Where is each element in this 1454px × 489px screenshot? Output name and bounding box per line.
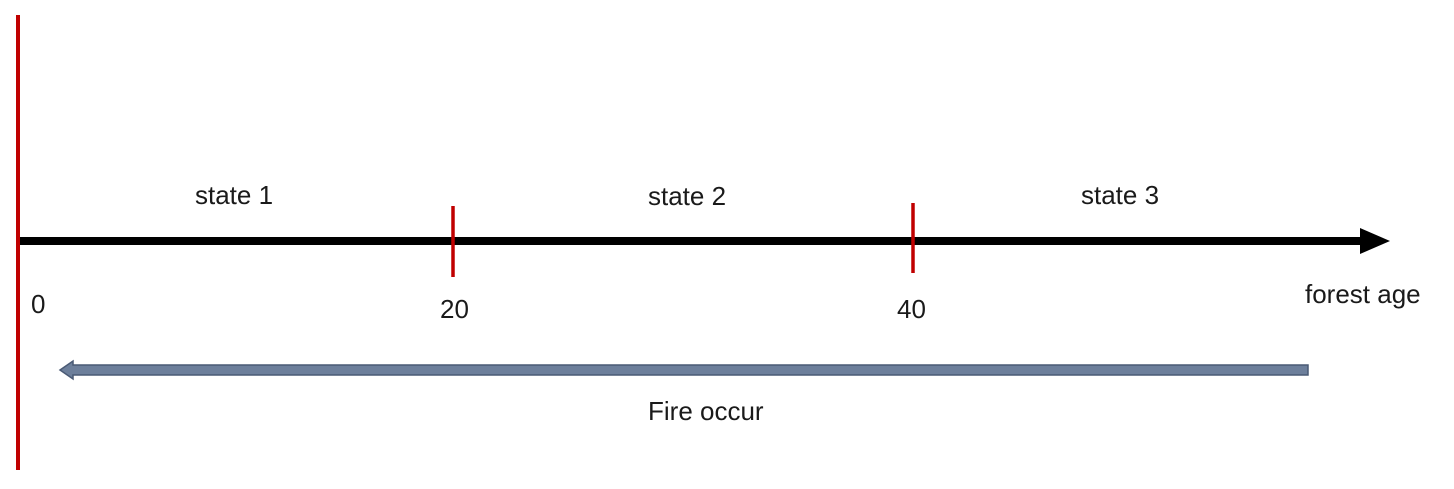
fire-label: Fire occur — [648, 396, 764, 426]
timeline-arrowhead — [1360, 228, 1390, 254]
tick-label-0: 0 — [31, 289, 45, 319]
tick-label-40: 40 — [897, 294, 926, 324]
state-3-label: state 3 — [1081, 180, 1159, 210]
state-2-label: state 2 — [648, 181, 726, 211]
axis-label: forest age — [1305, 279, 1421, 309]
tick-label-20: 20 — [440, 294, 469, 324]
fire-arrow — [58, 359, 1309, 381]
state-1-label: state 1 — [195, 180, 273, 210]
